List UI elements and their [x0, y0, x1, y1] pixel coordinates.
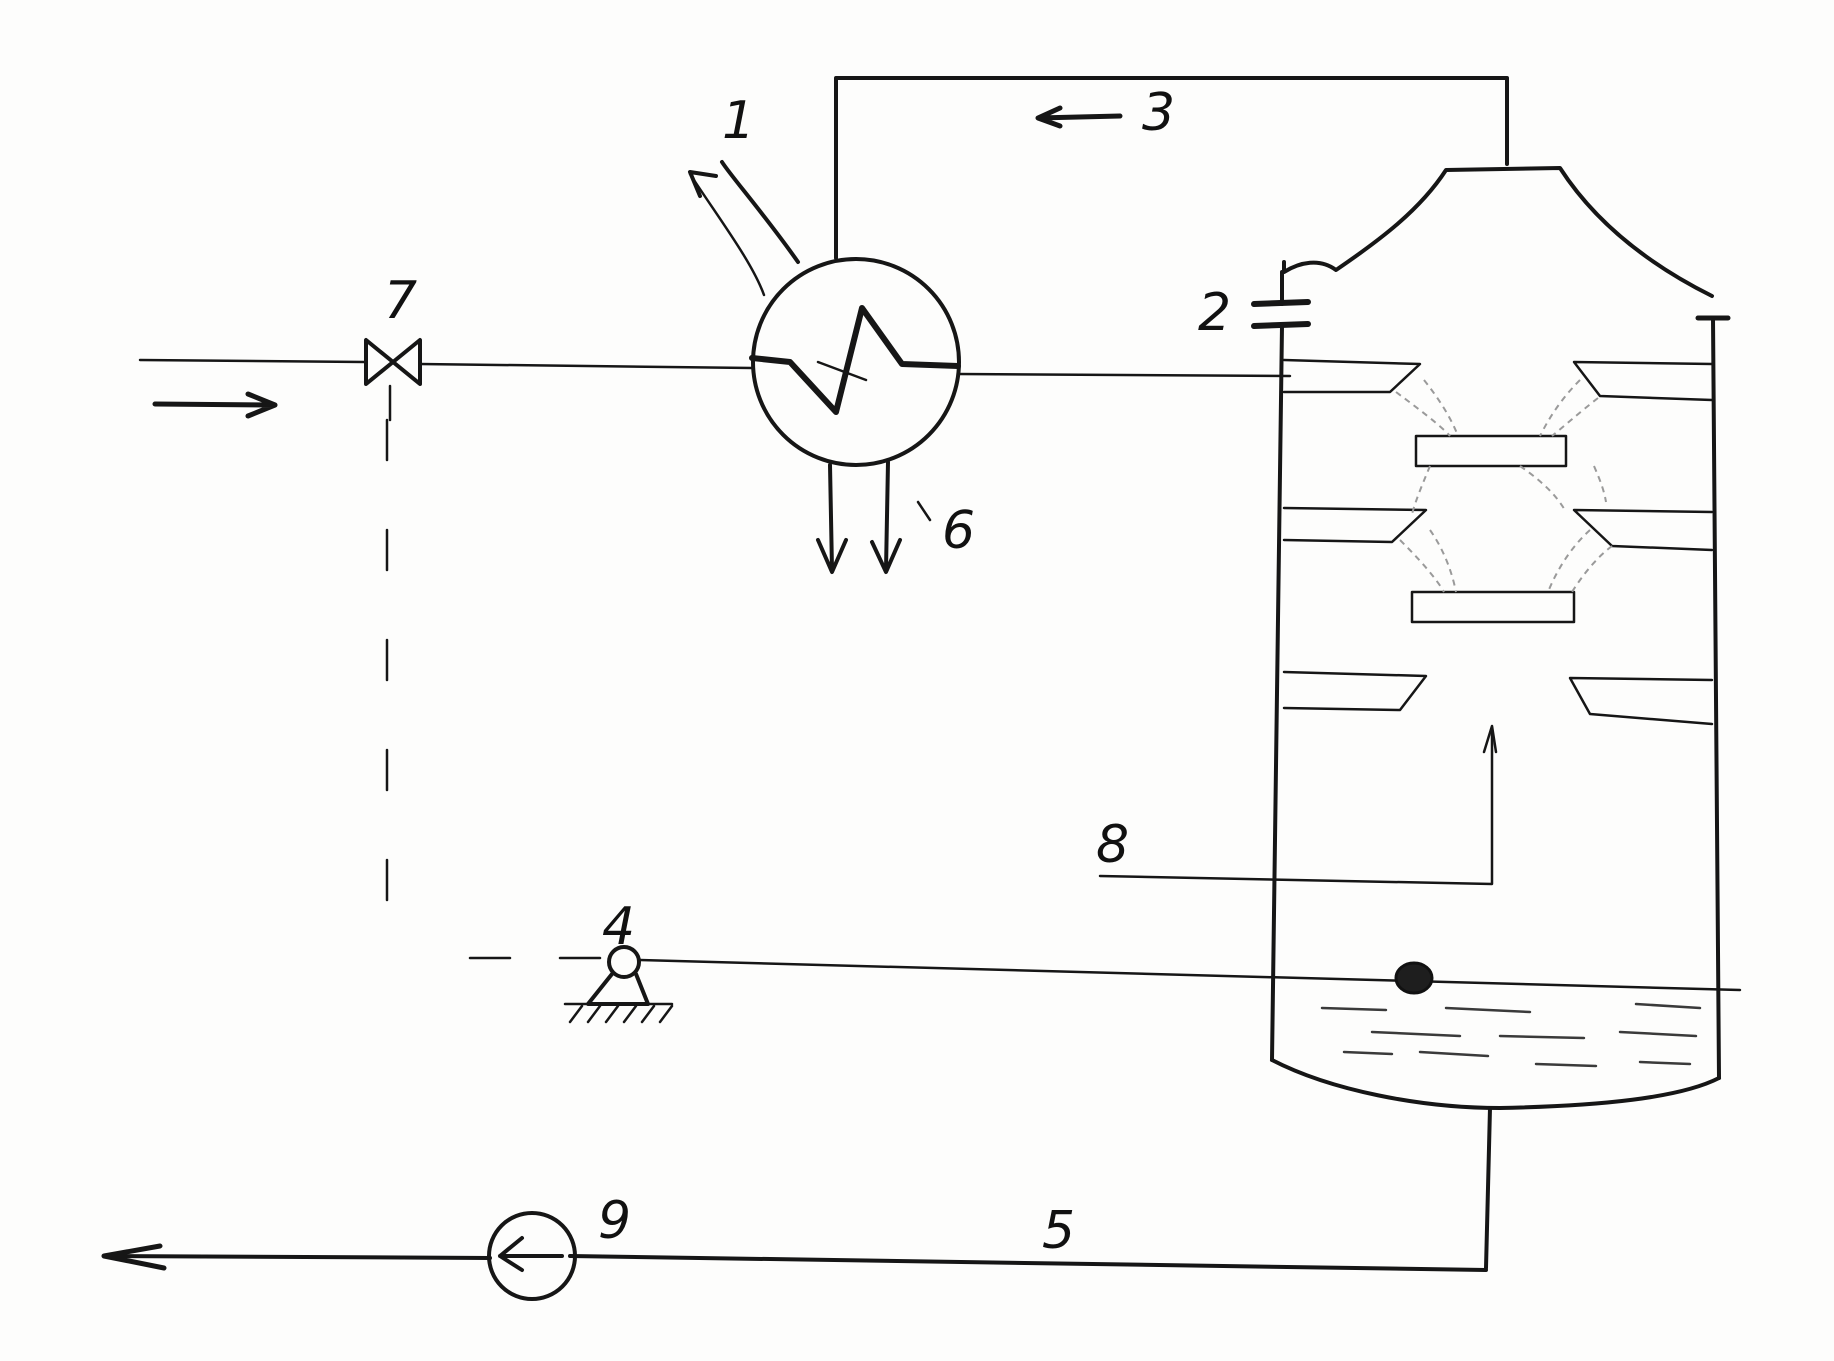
spray-pattern — [1395, 379, 1613, 593]
heat-exchanger — [688, 160, 961, 574]
heating-coil-icon — [749, 305, 961, 415]
label-flange: 2 — [1198, 283, 1231, 343]
label-coolant-outlets: 6 — [942, 501, 975, 561]
pump — [487, 1211, 577, 1301]
bottom-outlet-line — [101, 1243, 1488, 1272]
level-sensor — [563, 945, 1742, 1024]
column — [1251, 166, 1731, 1270]
float-icon — [1394, 961, 1434, 995]
label-gas-inlet: 8 — [1096, 815, 1129, 875]
control-signal-line — [385, 418, 602, 962]
control-valve — [364, 338, 422, 422]
label-pump: 9 — [598, 1191, 631, 1251]
top-vapor-line — [834, 76, 1509, 260]
trays — [1282, 358, 1714, 726]
feed-line — [138, 358, 1292, 419]
flow-arrow-left-icon — [1035, 105, 1123, 129]
label-top-vapor-line: 3 — [1142, 83, 1175, 143]
label-heat-exchanger: 1 — [722, 91, 755, 151]
feed-arrow-right-icon — [152, 391, 278, 419]
label-bottom-outlet-line: 5 — [1042, 1201, 1075, 1261]
liquid-level — [1320, 961, 1702, 1068]
outlet-arrow-left-icon — [101, 1243, 167, 1271]
valve-icon — [364, 338, 422, 386]
label-level-sensor: 4 — [602, 897, 635, 957]
label-valve: 7 — [384, 271, 417, 331]
gas-inlet-line — [1098, 724, 1498, 886]
pump-icon — [498, 1236, 564, 1272]
